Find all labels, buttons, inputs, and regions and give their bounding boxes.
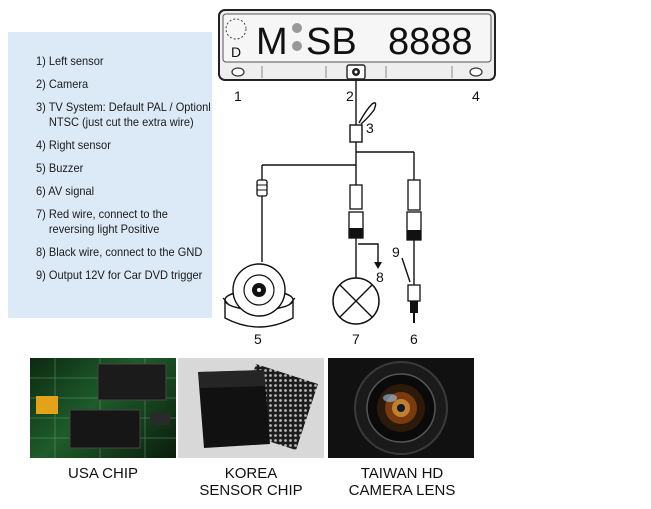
callout-2: 2 <box>346 88 354 104</box>
plate-number: 8888 <box>388 21 473 63</box>
legend-panel: 1) Left sensor 2) Camera 3) TV System: D… <box>8 32 212 318</box>
callout-9: 9 <box>392 244 400 260</box>
caption-usa-chip: USA CHIP <box>67 465 139 482</box>
buzzer-icon <box>222 263 296 328</box>
legend-item-6: 6) AV signal <box>36 184 95 198</box>
left-sensor-icon <box>231 67 245 77</box>
korea-sensor-chip-image <box>178 358 324 458</box>
plate-country-code: D <box>231 44 241 60</box>
legend-item-4: 4) Right sensor <box>36 138 111 152</box>
buzzer-connector <box>256 179 268 197</box>
legend-item-9: 9) Output 12V for Car DVD trigger <box>36 268 203 282</box>
camera-icon <box>346 64 366 80</box>
license-plate: D M SB 8888 <box>218 9 496 81</box>
callout-7: 7 <box>352 331 360 347</box>
callout-1: 1 <box>234 88 242 104</box>
power-connector <box>348 184 364 239</box>
callout-3: 3 <box>366 120 374 136</box>
taiwan-camera-lens-image <box>328 358 474 458</box>
reversing-lamp-icon <box>332 277 380 325</box>
plate-letters: SB <box>306 21 357 63</box>
callout-6: 6 <box>410 331 418 347</box>
plate-letter-m: M <box>256 21 288 63</box>
right-sensor-icon <box>469 67 483 77</box>
ntsc-connector <box>349 124 363 143</box>
eu-stars-icon <box>225 18 247 40</box>
caption-taiwan-camera-lens: TAIWAN HD CAMERA LENS <box>348 465 456 499</box>
gnd-arrow-icon <box>374 262 382 269</box>
callout-8: 8 <box>376 269 384 285</box>
legend-item-1: 1) Left sensor <box>36 54 104 68</box>
wiring <box>261 79 415 285</box>
legend-list: 1) Left sensor 2) Camera 3) TV System: D… <box>8 32 212 283</box>
plate-seal-icon <box>292 23 302 51</box>
callout-4: 4 <box>472 88 480 104</box>
legend-item-5: 5) Buzzer <box>36 161 84 175</box>
caption-korea-sensor-chip: KOREA SENSOR CHIP <box>199 465 303 499</box>
callout-5: 5 <box>254 331 262 347</box>
rca-plug-icon <box>407 284 421 323</box>
legend-item-8: 8) Black wire, connect to the GND <box>36 245 203 259</box>
legend-item-2: 2) Camera <box>36 77 89 91</box>
usa-chip-image <box>30 358 176 458</box>
av-connector <box>406 179 422 241</box>
